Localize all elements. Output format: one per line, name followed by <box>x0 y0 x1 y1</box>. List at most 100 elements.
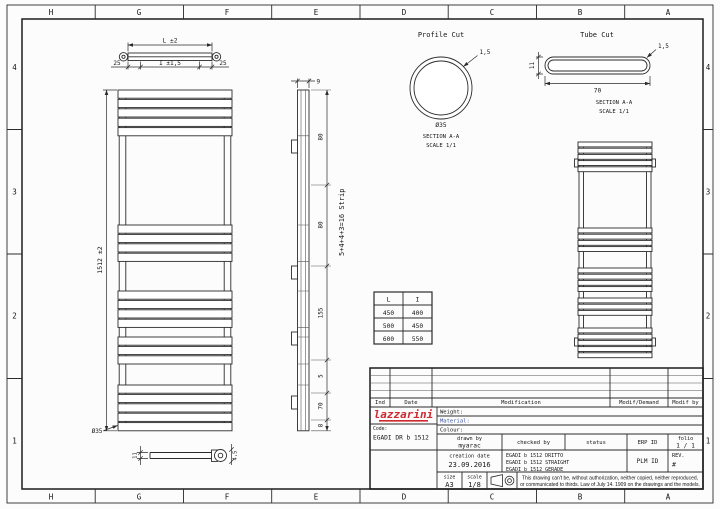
disclaimer-line: This drawing can't be, without authoriza… <box>522 476 698 482</box>
size-table-cell: 450 <box>412 323 423 330</box>
checked-by-label: checked by <box>517 440 551 446</box>
product-title: EGADI b 1512 GERADE <box>506 467 563 473</box>
dim-label-depth: 9 <box>317 79 321 86</box>
side-view: 9 <box>291 78 321 432</box>
dim-label-tube-height: 11 <box>529 62 536 70</box>
dim-label-inner: I ±1,5 <box>159 60 181 67</box>
code-label: Code: <box>373 426 387 432</box>
scale-label: SCALE 1/1 <box>599 109 629 115</box>
dim-label-tube-wall: 1,5 <box>658 43 669 50</box>
grid-col-label: G <box>137 493 142 502</box>
size-table-cell: 600 <box>383 336 394 343</box>
revision-header: Date <box>404 400 417 406</box>
top-view: L ±2 25 I ±1,5 25 <box>111 38 229 70</box>
grid-col-label: D <box>402 8 407 17</box>
dim-label-bracket-11: 11 <box>133 452 139 459</box>
grid-row-label: 4 <box>12 63 17 72</box>
disclaimer-line: or communicated to thirds. Law of July 1… <box>520 482 700 488</box>
scale-label: SCALE 1/1 <box>426 143 456 149</box>
front-view: 1512 ±2 80 80 155 5 70 8 5+4+4+3=16 Stri… <box>92 89 346 435</box>
dim-label-diameter: Ø35 <box>92 428 103 435</box>
dim-label-profile-diameter: Ø35 <box>435 121 446 129</box>
grid-col-label: E <box>314 493 319 502</box>
profile-cut-section: Profile Cut 1,5 Ø35 SECTION A-A SCALE 1/… <box>409 31 491 149</box>
grid-row-label: 2 <box>706 312 711 321</box>
bottom-bracket-detail: 11 4,5 <box>133 444 239 465</box>
drawn-by-label: drawn by <box>457 436 482 442</box>
folio-label: folio <box>678 436 694 442</box>
grid-col-label: A <box>666 493 671 502</box>
small-front-view <box>574 141 656 359</box>
revision-header: Ind <box>375 400 385 406</box>
grid-row-label: 2 <box>12 312 17 321</box>
tube-cut-title: Tube Cut <box>580 31 614 39</box>
grid-row-label: 3 <box>12 188 17 197</box>
grid-col-label: B <box>578 8 583 17</box>
grid-col-label: G <box>137 8 142 17</box>
grid-row-label: 3 <box>706 188 711 197</box>
profile-cut-title: Profile Cut <box>418 31 464 39</box>
lazzarini-logo: lazzarini <box>374 408 434 421</box>
tube-cut-section: Tube Cut 1,5 11 70 SECTION A-A SCALE 1/1 <box>529 31 669 115</box>
grid-col-label: E <box>314 8 319 17</box>
code-value: EGADI DR b 1512 <box>373 435 429 442</box>
sheet-frame: H G F E D C B A H G F E D C B A 4 3 2 1 … <box>6 4 714 504</box>
dim-label-25-right: 25 <box>219 60 227 67</box>
scale-label: scale <box>467 475 482 481</box>
folio-value: 1 / 1 <box>676 443 695 450</box>
product-title: EGADI b 1512 STRAIGHT <box>506 460 569 466</box>
grid-col-label: H <box>49 493 54 502</box>
dim-chain-label: 5 <box>318 374 325 378</box>
size-table-header: I <box>416 296 420 304</box>
dim-label-height: 1512 ±2 <box>96 246 104 273</box>
material-label: Material: <box>440 419 470 425</box>
section-label: SECTION A-A <box>596 100 633 106</box>
size-table-cell: 400 <box>412 310 423 317</box>
colour-label: Colour: <box>440 428 463 434</box>
erp-id-label: ERP ID <box>638 440 658 446</box>
rev-label: REV. <box>672 453 685 459</box>
scale-value: 1/8 <box>468 481 481 489</box>
grid-col-label: A <box>666 8 671 17</box>
dim-label-top-length: L ±2 <box>163 38 178 45</box>
size-table-cell: 450 <box>383 310 394 317</box>
size-label: size <box>444 475 456 481</box>
dim-label-tube-width: 70 <box>594 88 602 95</box>
strip-count-note: 5+4+4+3=16 Strip <box>338 189 346 256</box>
dim-label-25-left: 25 <box>113 60 121 67</box>
weight-label: Weight: <box>440 410 463 416</box>
grid-row-label: 1 <box>706 437 711 446</box>
dim-chain-label: 155 <box>318 307 325 318</box>
grid-col-label: F <box>225 493 230 502</box>
size-table-header: L <box>387 296 391 304</box>
revision-header: Modif/Demand <box>619 400 659 406</box>
grid-col-label: B <box>578 493 583 502</box>
title-block: Ind Date Modification Modif/Demand Modif… <box>369 367 704 490</box>
size-table-cell: 550 <box>412 336 423 343</box>
grid-row-label: 1 <box>12 437 17 446</box>
revision-header: Modification <box>501 400 541 406</box>
dim-chain-label: 80 <box>318 133 325 141</box>
grid-col-label: C <box>490 493 495 502</box>
grid-row-label: 4 <box>706 63 711 72</box>
size-table: L I 450 400 500 450 600 550 <box>373 291 433 345</box>
projection-symbol-icon <box>490 474 515 488</box>
revision-header: Modif by <box>672 400 699 406</box>
status-label: status <box>586 440 606 446</box>
grid-col-label: C <box>490 8 495 17</box>
grid-col-label: F <box>225 8 230 17</box>
dim-chain-label: 80 <box>318 221 325 229</box>
dim-label-wall: 1,5 <box>480 49 491 56</box>
grid-col-label: H <box>49 8 54 17</box>
dim-chain-label: 8 <box>318 423 325 427</box>
rev-value: # <box>672 461 676 469</box>
creation-date-value: 23.09.2016 <box>448 461 490 469</box>
size-value: A3 <box>445 481 453 489</box>
size-table-cell: 500 <box>383 323 394 330</box>
grid-col-label: D <box>402 493 407 502</box>
dim-label-bracket-45: 4,5 <box>233 451 239 461</box>
plm-id-label: PLM ID <box>637 458 659 465</box>
section-label: SECTION A-A <box>423 134 460 140</box>
